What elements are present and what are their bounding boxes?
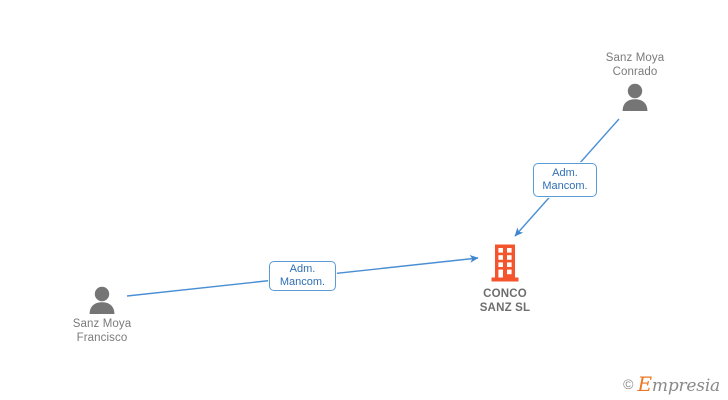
node-person-sanz-moya-francisco[interactable]: Sanz Moya Francisco: [32, 286, 172, 345]
node-company-conco-sanz-sl[interactable]: CONCO SANZ SL: [430, 243, 580, 315]
edge-label-adm-mancom-conrado[interactable]: Adm. Mancom.: [533, 163, 597, 197]
brand-rest: mpresia: [651, 376, 720, 396]
edge-label-text: Adm. Mancom.: [542, 167, 588, 192]
person-avatar-icon: [622, 83, 648, 111]
person-label-conrado: Sanz Moya Conrado: [605, 52, 665, 78]
edge-label-text: Adm. Mancom.: [279, 263, 326, 288]
brand-wordmark: Empresia: [638, 372, 721, 396]
person-avatar-icon: [89, 286, 115, 314]
company-building-icon: [491, 244, 519, 282]
brand-initial: E: [637, 372, 653, 396]
empresia-watermark: © Empresia: [623, 372, 720, 396]
person-label-francisco: Sanz Moya Francisco: [72, 318, 132, 344]
copyright-icon: ©: [623, 376, 634, 392]
node-person-sanz-moya-conrado[interactable]: Sanz Moya Conrado: [565, 48, 705, 111]
edge-label-adm-mancom-francisco[interactable]: Adm. Mancom.: [269, 261, 336, 291]
company-label-conco-sanz-sl: CONCO SANZ SL: [479, 288, 531, 314]
